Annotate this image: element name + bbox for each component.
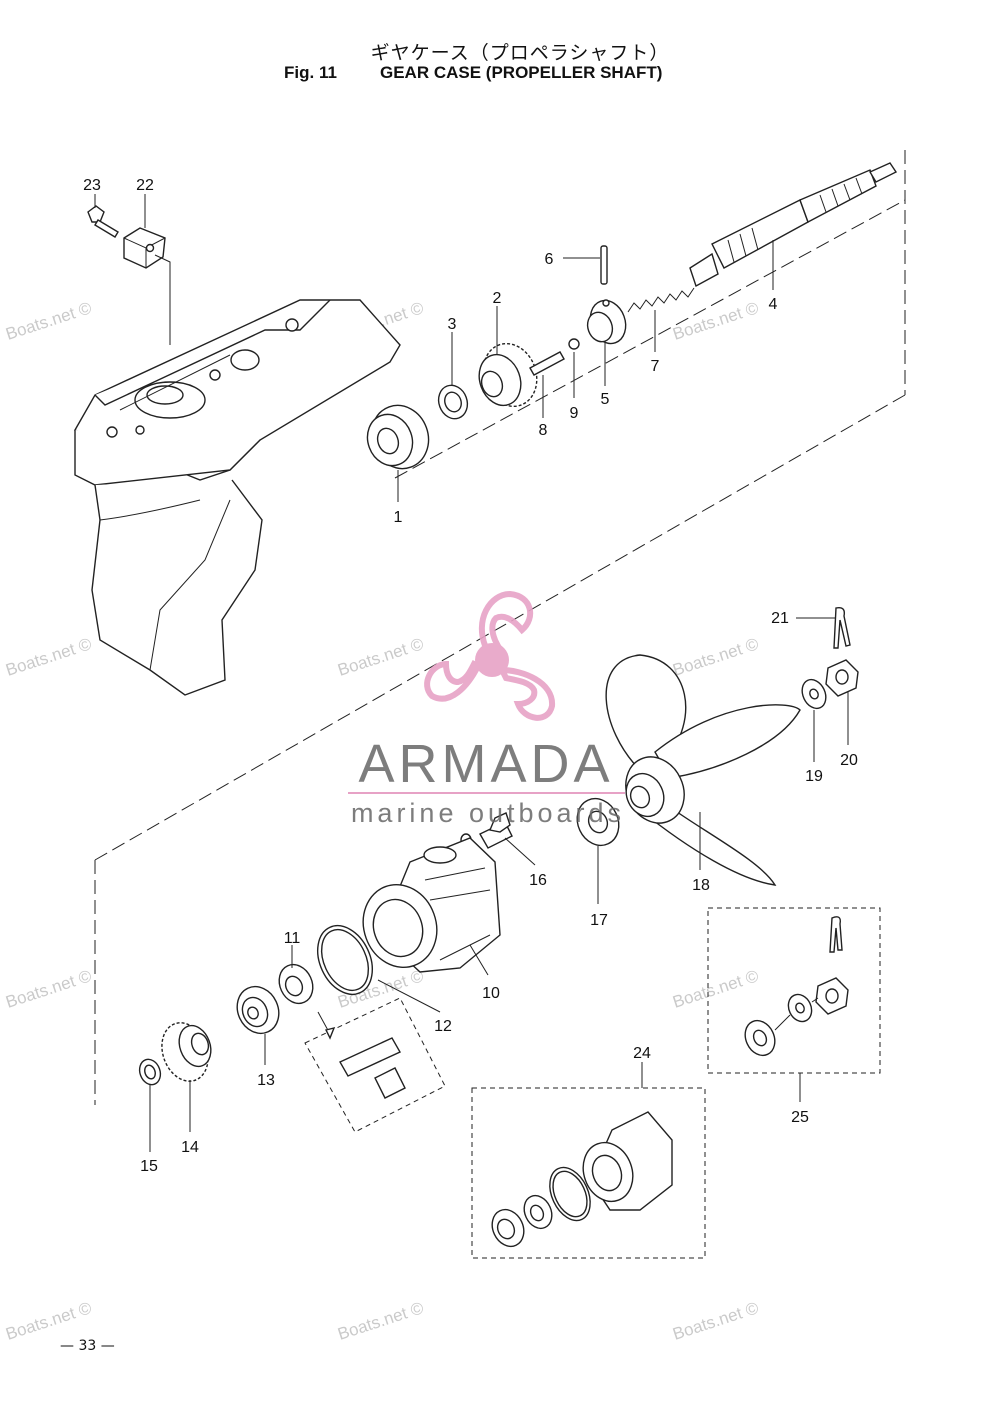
part-6-pin — [600, 245, 608, 285]
armada-logo: ARMADA marine outboards — [348, 590, 625, 828]
part-14-reverse-gear — [161, 1022, 212, 1082]
callout-7: 7 — [651, 358, 660, 375]
callout-5: 5 — [601, 391, 610, 408]
leader-line — [154, 254, 171, 345]
part-22-anode — [123, 227, 166, 269]
leader-lines — [94, 194, 849, 1152]
watermark: Boats.net © — [335, 634, 426, 680]
callout-8: 8 — [539, 422, 548, 439]
part-12-o-ring — [317, 925, 373, 995]
page-number: — 33 — — [60, 1338, 115, 1354]
watermark: Boats.net © — [335, 1298, 426, 1344]
logo-tagline: marine outboards — [351, 798, 625, 828]
watermark: Boats.net © — [670, 966, 761, 1012]
callout-12: 12 — [434, 1018, 452, 1035]
part-24-assembly-inset — [471, 1087, 706, 1259]
watermark: Boats.net © — [3, 634, 94, 680]
part-2-gear — [478, 342, 538, 408]
watermark: Boats.net © — [670, 1298, 761, 1344]
figure-number: Fig. 11 — [284, 63, 337, 82]
callout-24: 24 — [633, 1045, 651, 1062]
part-23-bolt — [87, 205, 119, 238]
part-11-bearing — [278, 963, 314, 1005]
callout-3: 3 — [448, 316, 457, 333]
watermark: Boats.net © — [670, 634, 761, 680]
callout-4: 4 — [769, 296, 778, 313]
callout-21: 21 — [771, 610, 789, 627]
part-10-bearing-housing — [362, 837, 501, 973]
part-15-shim — [138, 1058, 162, 1086]
part-9-ball — [568, 338, 580, 350]
callout-16: 16 — [529, 872, 547, 889]
callout-25: 25 — [791, 1109, 809, 1126]
part-1-bearing — [366, 404, 430, 470]
callout-labels: 1 2 3 4 5 6 7 8 9 10 11 12 13 14 15 16 1… — [83, 177, 858, 1175]
part-4-propeller-shaft — [689, 162, 898, 288]
part-8-plunger — [529, 351, 565, 376]
part-7-spring — [627, 287, 695, 313]
callout-18: 18 — [692, 877, 710, 894]
japanese-title: ギヤケース（プロペラシャフト） — [370, 42, 670, 64]
figure-title: GEAR CASE (PROPELLER SHAFT) — [380, 63, 663, 82]
callout-10: 10 — [482, 985, 500, 1002]
callout-13: 13 — [257, 1072, 275, 1089]
gear-case-housing — [73, 299, 401, 696]
watermark: Boats.net © — [3, 966, 94, 1012]
part-19-washer — [801, 678, 827, 710]
part-3-shim — [437, 384, 469, 420]
callout-23: 23 — [83, 177, 101, 194]
callout-14: 14 — [181, 1139, 199, 1156]
assembly-frame — [94, 150, 906, 1105]
part-20-nut — [825, 659, 859, 697]
callout-11: 11 — [284, 930, 301, 947]
watermark: Boats.net © — [3, 1298, 94, 1344]
callout-2: 2 — [493, 290, 502, 307]
part-18-propeller — [605, 654, 801, 886]
part-13-bearing — [236, 985, 280, 1035]
callout-17: 17 — [590, 912, 608, 929]
part-21-cotter-pin — [833, 606, 851, 649]
propeller-icon — [424, 590, 555, 721]
detail-inset-bearing-tool — [304, 997, 446, 1133]
callout-20: 20 — [840, 752, 858, 769]
callout-15: 15 — [140, 1158, 158, 1175]
part-17-thrust-holder — [576, 797, 620, 847]
callout-22: 22 — [136, 177, 154, 194]
callout-6: 6 — [545, 251, 554, 268]
callout-9: 9 — [570, 405, 579, 422]
watermark: Boats.net © — [3, 298, 94, 344]
part-25-kit-inset — [707, 907, 881, 1074]
part-5-clutch — [586, 299, 627, 345]
logo-brand: ARMADA — [358, 734, 613, 794]
callout-1: 1 — [394, 509, 403, 526]
callout-19: 19 — [805, 768, 823, 785]
